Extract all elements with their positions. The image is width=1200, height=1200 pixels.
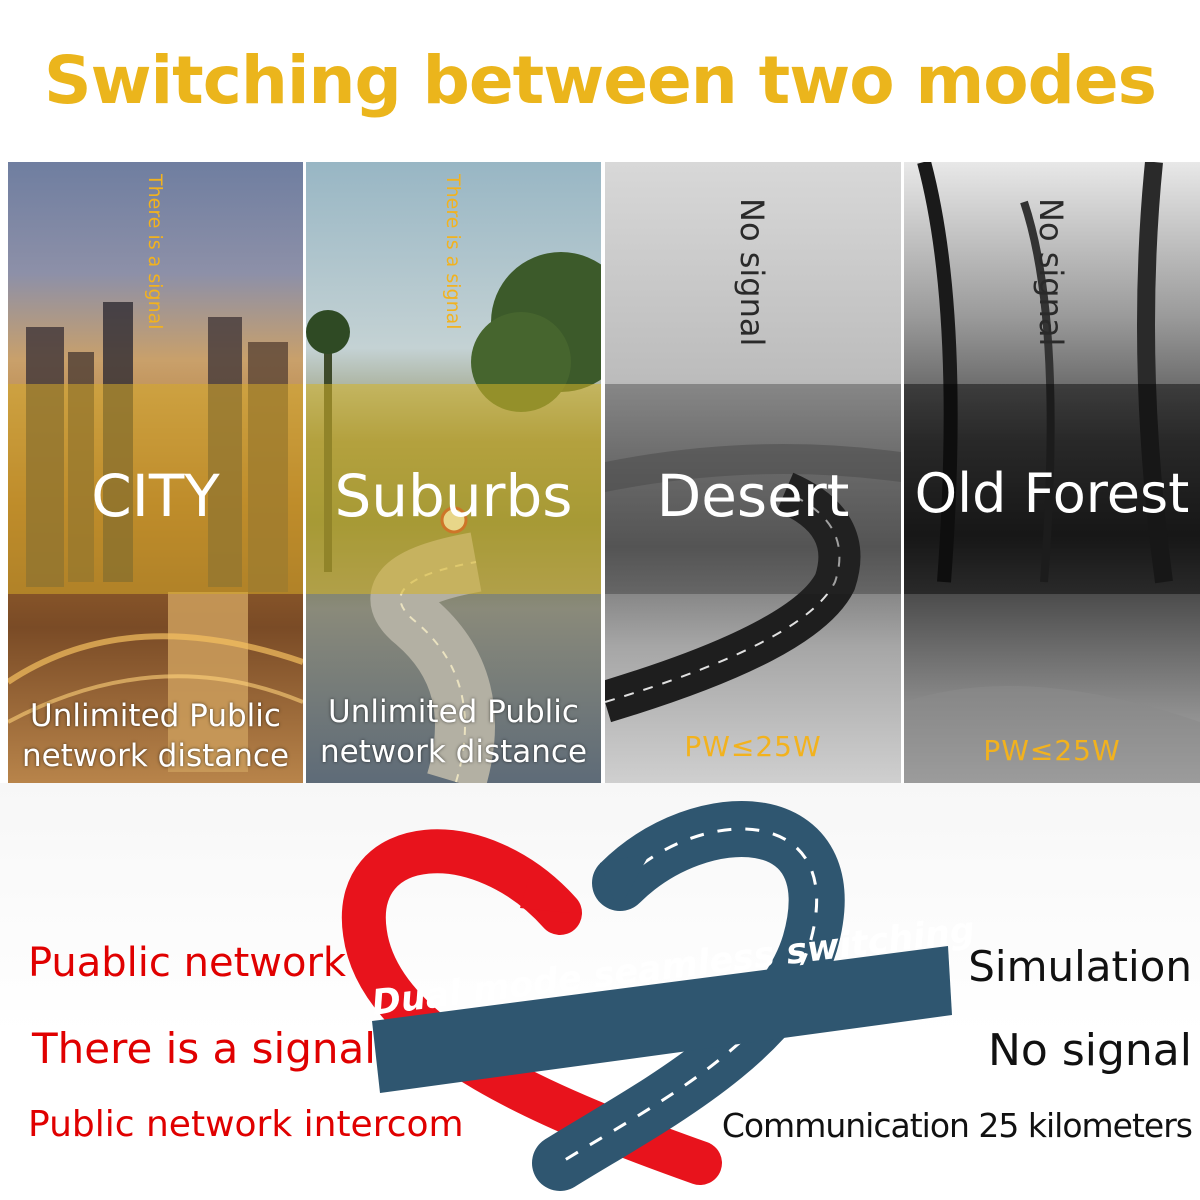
signal-label: There is a signal (442, 174, 464, 330)
red-arrow (341, 829, 722, 1185)
panel-old-forest: No signal Old Forest PW≤25W (904, 162, 1200, 783)
distance-line-1: Unlimited Public (328, 694, 579, 730)
red-arrowhead (520, 875, 570, 913)
power-label: PW≤25W (983, 734, 1121, 767)
panel-name: CITY (91, 462, 220, 530)
panel-name: Suburbs (334, 462, 573, 530)
panel-suburbs: There is a signal Suburbs Unlimited Publ… (306, 162, 601, 783)
road-arrowhead (600, 853, 650, 911)
panel-name: Desert (656, 462, 850, 530)
page-title: Switching between two modes (44, 42, 1157, 119)
right-line-2: No signal (988, 1025, 1192, 1076)
forest-band (904, 384, 1200, 594)
distance-line-1: Unlimited Public (30, 698, 281, 734)
suburbs-band (306, 384, 601, 594)
left-line-1: Puablic network (28, 940, 347, 986)
distance-line-2: network distance (21, 738, 290, 774)
banner-ribbon (372, 946, 952, 1093)
distance-line-2: network distance (319, 734, 588, 770)
right-line-1: Simulation (968, 942, 1192, 991)
panel-city: There is a signal CITY Unlimited Public … (8, 162, 303, 783)
road-loop (532, 800, 845, 1191)
desert-band (605, 384, 901, 594)
power-label: PW≤25W (684, 730, 822, 763)
city-band (8, 384, 303, 594)
distance-label: Unlimited Public network distance (8, 696, 303, 776)
forest-image (904, 162, 1200, 783)
right-line-3: Communication 25 kilometers (721, 1106, 1193, 1145)
distance-label: Unlimited Public network distance (306, 692, 601, 772)
switching-graphic (341, 800, 952, 1191)
left-line-2: There is a signal (32, 1024, 376, 1073)
no-signal-label: No signal (733, 198, 771, 347)
left-line-3: Public network intercom (28, 1104, 464, 1145)
panel-desert: No signal Desert PW≤25W (605, 162, 901, 783)
signal-label: There is a signal (144, 174, 166, 330)
desert-image (605, 162, 901, 783)
panel-name: Old Forest (914, 462, 1190, 525)
no-signal-label: No signal (1032, 198, 1070, 347)
